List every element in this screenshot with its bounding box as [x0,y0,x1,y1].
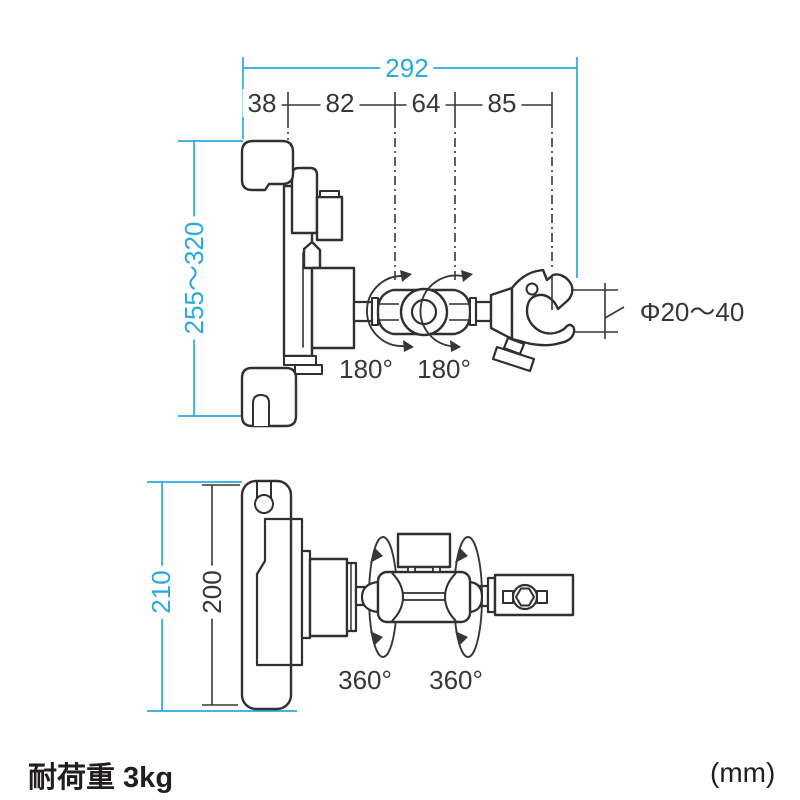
dim-inner-height: 200 [197,565,227,619]
rotation-label-360-right: 360° [429,665,483,695]
dim-segment-82: 82 [320,89,360,117]
rotation-arcs-side-view [366,270,473,352]
dim-segment-85: 85 [482,89,522,117]
dim-overall-height: 210 [146,565,176,619]
pole-clamp-side-view [491,268,576,373]
rotation-label-180-left: 180° [339,354,393,384]
hex-bolt [515,587,535,607]
dim-total-width: 292 [380,54,434,82]
arm-top-view [360,532,484,624]
load-capacity-label: 耐荷重 3kg [28,762,174,794]
tablet-holder-side-view [240,139,356,428]
rotation-label-180-right: 180° [417,354,471,384]
unit-label: (mm) [710,757,776,788]
arm-side-view [352,286,514,341]
dim-segment-38: 38 [242,89,282,117]
rotation-label-360-left: 360° [338,665,392,695]
elbow-disc [399,287,449,337]
pole-clamp-top-view [493,573,575,617]
dim-segment-64: 64 [406,89,446,117]
support-tab [396,532,452,569]
dim-height-range: 255～320 [179,216,209,340]
center-extension-lines [287,119,553,284]
dim-clamp-diameter: Φ20～40 [639,297,745,327]
clamp-knob-pad [491,345,536,373]
keyhole-slot [254,494,274,514]
tablet-holder-rear-view [240,479,497,711]
